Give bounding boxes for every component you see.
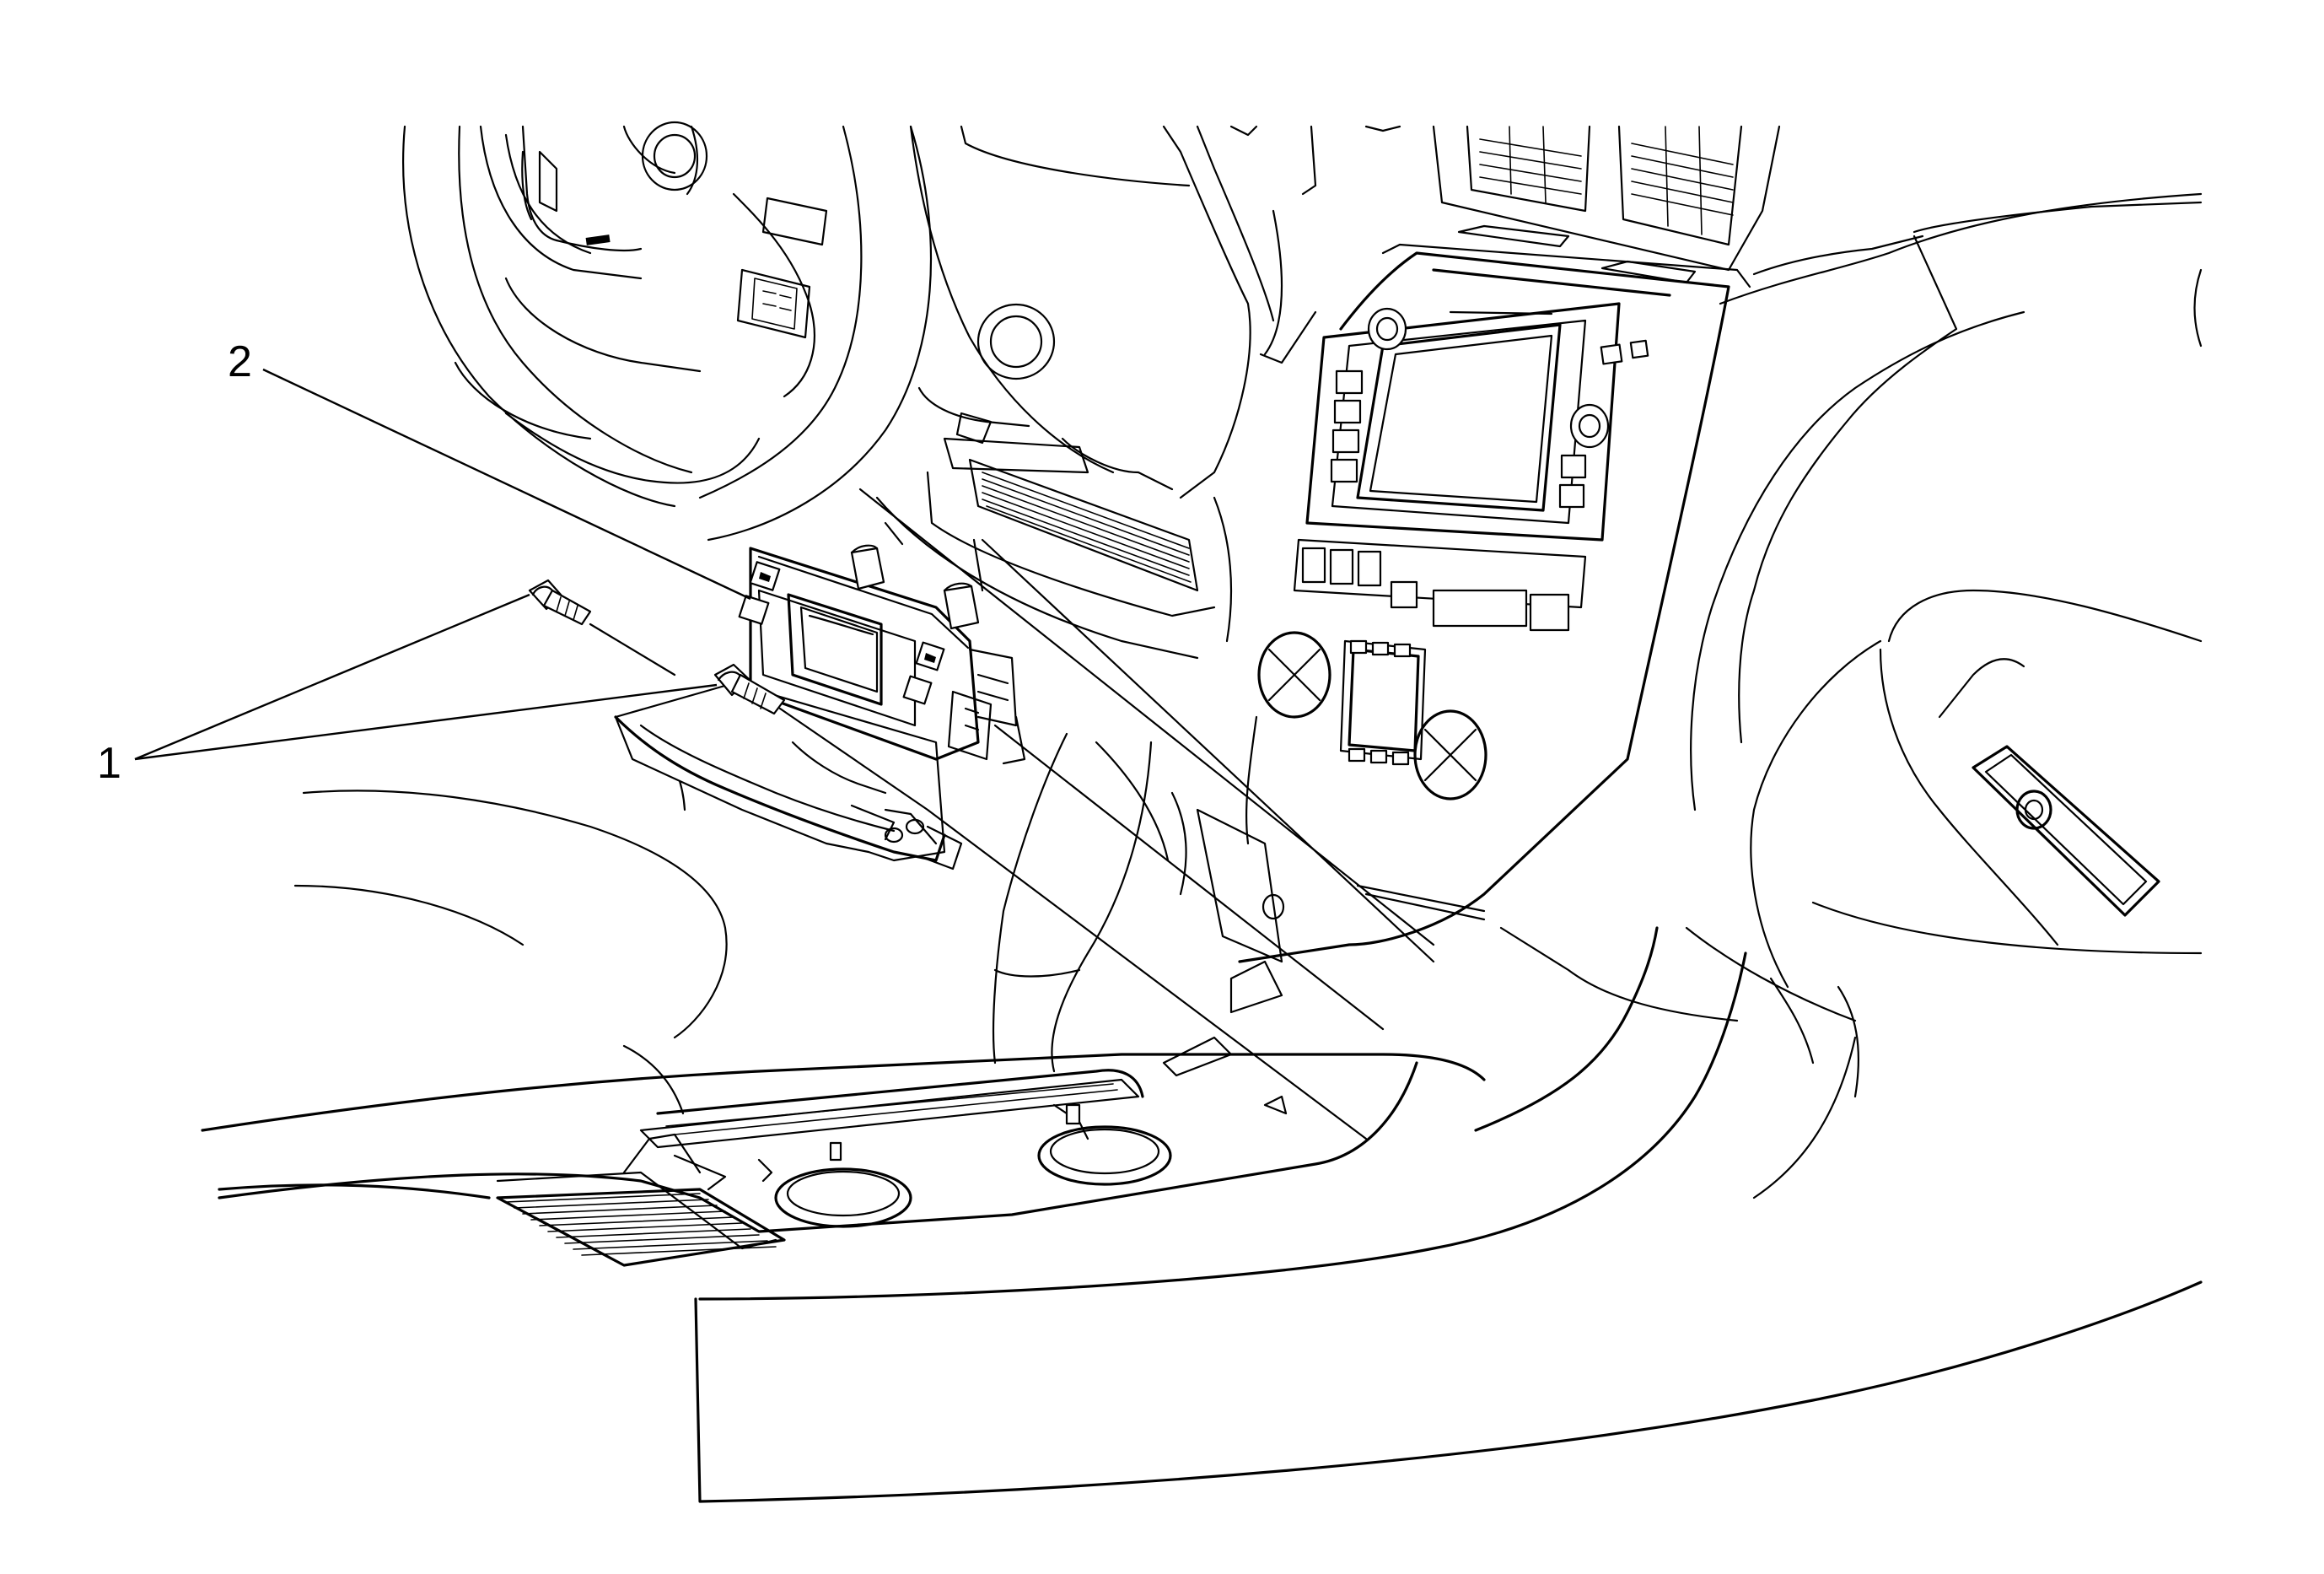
radio-left-buttons <box>1330 369 1364 483</box>
console-mat-ribs <box>505 1193 777 1256</box>
console-trim-lines <box>665 1083 1118 1135</box>
instrument-panel <box>875 125 1401 660</box>
radio-right-buttons <box>1558 454 1587 509</box>
fastener-upper <box>528 579 592 626</box>
callout-1-label: 1 <box>97 739 121 788</box>
callout-1-leader-lower <box>134 683 718 761</box>
callout-2-label: 2 <box>228 337 252 386</box>
steering-wheel <box>402 121 933 542</box>
callout-2-leader <box>262 368 751 601</box>
driver-seat-lower <box>218 741 728 1199</box>
callout-2: 2 <box>228 337 751 601</box>
vent-louvers <box>982 472 1192 583</box>
callout-1-leader-upper <box>134 593 530 761</box>
hvac-buttons <box>1301 547 1570 632</box>
center-console <box>201 732 2203 1503</box>
control-module <box>614 544 1026 871</box>
installation-guide-lines <box>589 488 1435 1140</box>
callout-1: 1 <box>97 593 718 788</box>
fastener-lower <box>713 663 786 715</box>
upper-vent-louvers <box>1479 126 1734 235</box>
passenger-dash <box>1499 192 2203 1022</box>
center-stack <box>1238 125 1781 963</box>
